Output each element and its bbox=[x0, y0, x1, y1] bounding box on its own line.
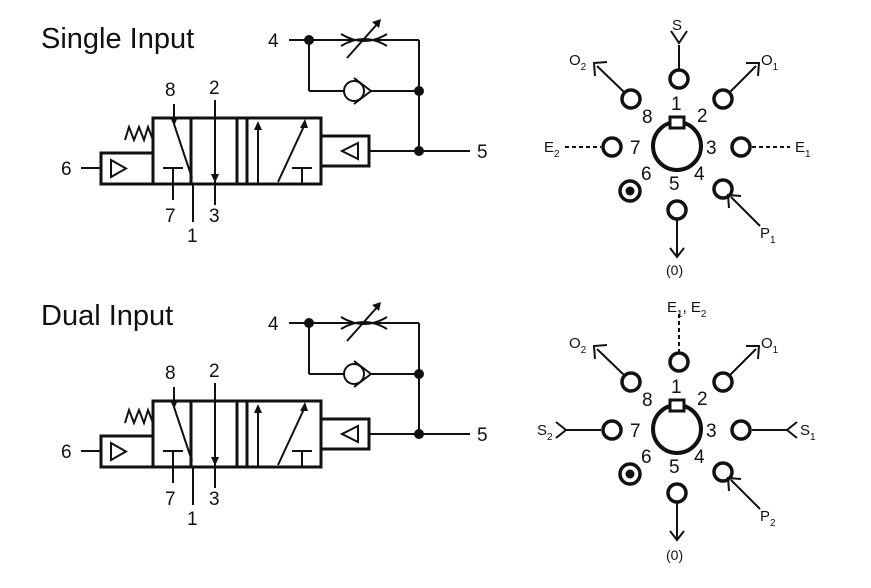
valve-port-label: 6 bbox=[61, 442, 72, 463]
face-label-subscript: 2 bbox=[581, 345, 587, 356]
face-port-number: 2 bbox=[697, 106, 708, 127]
face-label-subscript: 1 bbox=[677, 309, 683, 320]
svg-text:E2: E2 bbox=[544, 139, 560, 160]
valve-port-label: 1 bbox=[187, 226, 198, 247]
svg-text:O2: O2 bbox=[569, 335, 587, 356]
face-label: (0) bbox=[666, 262, 683, 278]
face-port-number: 5 bbox=[669, 457, 680, 478]
face-label: O bbox=[761, 52, 773, 69]
valve-port-label: 2 bbox=[209, 78, 220, 99]
svg-text:O1: O1 bbox=[761, 335, 779, 356]
valve-port-label: 7 bbox=[165, 489, 176, 510]
face-label: E bbox=[544, 139, 554, 156]
valve-port-label: 6 bbox=[61, 159, 72, 180]
face-port-number: 1 bbox=[671, 377, 682, 398]
face-label: O bbox=[761, 335, 773, 352]
face-label-subscript: 1 bbox=[770, 235, 776, 246]
face-port-number: 4 bbox=[694, 164, 705, 185]
valve-port-label: 5 bbox=[477, 425, 488, 446]
face-port-number: 8 bbox=[642, 390, 653, 411]
face-label: P bbox=[760, 225, 770, 242]
face-port-number: 1 bbox=[671, 94, 682, 115]
svg-text:P1: P1 bbox=[760, 225, 776, 246]
svg-text:E1, E2: E1, E2 bbox=[667, 299, 707, 320]
face-port-number: 8 bbox=[642, 107, 653, 128]
face-port-number: 4 bbox=[694, 447, 705, 468]
face-port-number: 7 bbox=[630, 138, 641, 159]
svg-text:S2: S2 bbox=[537, 422, 553, 443]
face-port-number: 2 bbox=[697, 389, 708, 410]
valve-port-label: 3 bbox=[209, 489, 220, 510]
face-label-subscript: 1 bbox=[810, 432, 816, 443]
face-label: , E bbox=[683, 299, 701, 316]
face-label-subscript: 2 bbox=[554, 149, 560, 160]
face-label-subscript: 2 bbox=[581, 62, 587, 73]
face-port-number: 7 bbox=[630, 421, 641, 442]
face-label: E bbox=[795, 139, 805, 156]
port-face: S 1 2 3 4 5 6 7 8 O2 O1 E1 E2 P1 (0) bbox=[544, 17, 811, 278]
face-label-subscript: 2 bbox=[770, 518, 776, 529]
section-title: Single Input bbox=[41, 23, 194, 55]
valve-port-label: 3 bbox=[209, 206, 220, 227]
svg-text:S1: S1 bbox=[800, 422, 816, 443]
valve-port-label: 5 bbox=[477, 142, 488, 163]
valve-port-label: 2 bbox=[209, 361, 220, 382]
face-label: E bbox=[667, 299, 677, 316]
face-port-number: 3 bbox=[706, 421, 717, 442]
face-port-number: 6 bbox=[641, 447, 652, 468]
valve-port-label: 4 bbox=[268, 31, 279, 52]
face-label: S bbox=[672, 17, 682, 34]
svg-text:O1: O1 bbox=[761, 52, 779, 73]
face-label-subscript: 1 bbox=[805, 149, 811, 160]
valve-port-label: 1 bbox=[187, 509, 198, 530]
face-label-subscript: 2 bbox=[701, 309, 707, 320]
port-face: E1, E2 1 2 3 4 5 6 7 8 O2 O1 S1 S2 bbox=[537, 299, 816, 563]
valve-port-label: 7 bbox=[165, 206, 176, 227]
section-dual-input: Dual Input 8 2 6 7 1 3 4 5 E1, E2 1 bbox=[41, 299, 816, 563]
face-label: S bbox=[537, 422, 547, 439]
valve-port-label: 8 bbox=[165, 363, 176, 384]
face-label-subscript: 1 bbox=[773, 345, 779, 356]
section-single-input: Single Input 8 2 6 7 1 3 4 5 S 1 2 3 4 5… bbox=[41, 17, 811, 278]
section-title: Dual Input bbox=[41, 300, 173, 332]
svg-text:P2: P2 bbox=[760, 508, 776, 529]
valve-port-label: 8 bbox=[165, 80, 176, 101]
face-label: O bbox=[569, 335, 581, 352]
svg-text:E1: E1 bbox=[795, 139, 811, 160]
face-port-number: 5 bbox=[669, 174, 680, 195]
face-port-number: 6 bbox=[641, 164, 652, 185]
face-label: P bbox=[760, 508, 770, 525]
face-label-subscript: 2 bbox=[547, 432, 553, 443]
svg-text:O2: O2 bbox=[569, 52, 587, 73]
face-port-number: 3 bbox=[706, 138, 717, 159]
face-label: S bbox=[800, 422, 810, 439]
face-label: (0) bbox=[666, 547, 683, 563]
face-label: O bbox=[569, 52, 581, 69]
face-label-subscript: 1 bbox=[773, 62, 779, 73]
valve-port-label: 4 bbox=[268, 314, 279, 335]
